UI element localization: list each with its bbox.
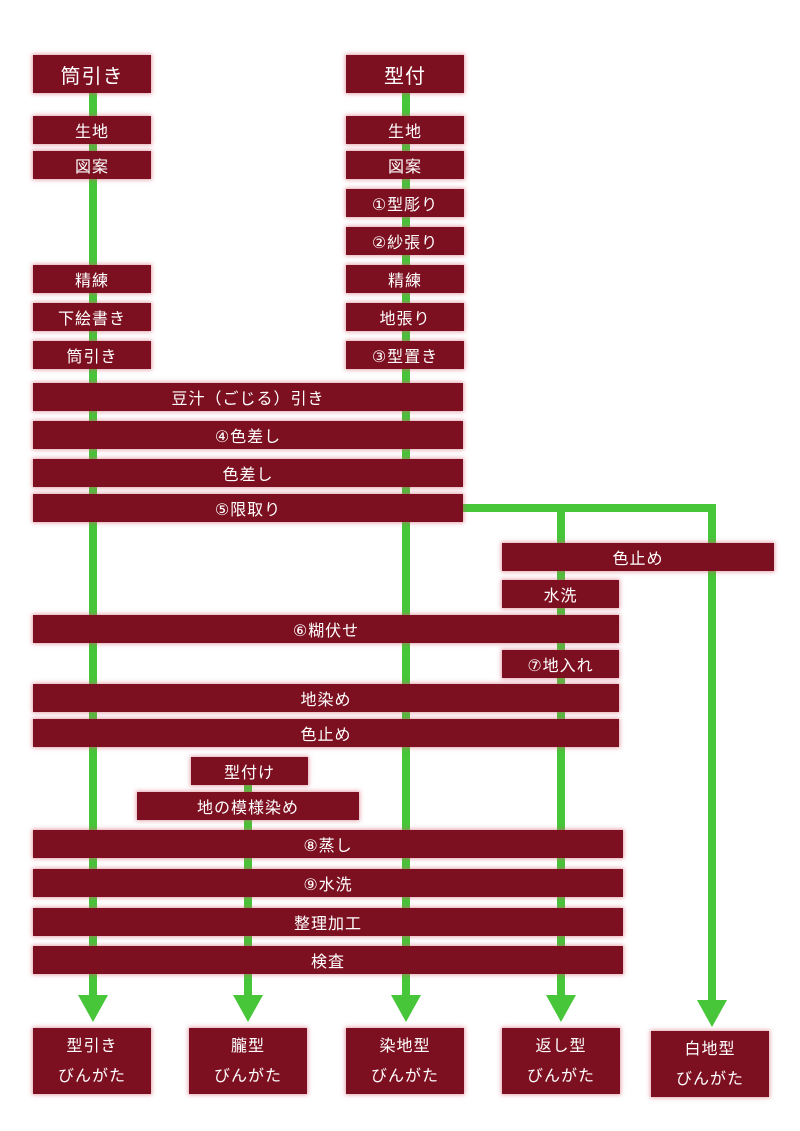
- step-left-tsutsubiki: 筒引き: [33, 341, 151, 369]
- step-shabari: ②紗張り: [346, 227, 464, 255]
- step-jibari: 地張り: [346, 303, 464, 331]
- step-ji-moyo: 地の模様染め: [137, 792, 359, 820]
- step-irodome-1: 色止め: [502, 543, 774, 571]
- step-left-seiren: 精練: [33, 265, 151, 293]
- output-reading: びんがた: [526, 1066, 595, 1085]
- step-mushi: ⑧蒸し: [33, 830, 623, 858]
- step-left-kiji: 生地: [33, 116, 151, 144]
- output-shirojigata: 白地型 びんがた: [651, 1031, 769, 1097]
- step-left-zuan: 図案: [33, 151, 151, 179]
- step-left-shitae: 下絵書き: [33, 303, 151, 331]
- step-kumadori: ⑤限取り: [33, 494, 463, 522]
- step-jiire: ⑦地入れ: [502, 650, 619, 678]
- step-right-kiji: 生地: [346, 116, 464, 144]
- flow-arrow-5: [697, 1000, 727, 1027]
- flow-arrow-4: [546, 995, 576, 1022]
- step-katatsuke: 型付け: [191, 757, 308, 785]
- output-kaeshigata: 返し型 びんがた: [502, 1028, 620, 1094]
- step-gojiru: 豆汁（ごじる）引き: [33, 383, 463, 411]
- step-irosashi-1: ④色差し: [33, 421, 463, 449]
- step-right-seiren: 精練: [346, 265, 464, 293]
- output-somejigata: 染地型 びんがた: [346, 1028, 464, 1094]
- output-name: 朧型: [230, 1036, 265, 1055]
- output-reading: びんがた: [675, 1069, 744, 1088]
- column-header-tsutsubiki: 筒引き: [33, 55, 151, 93]
- step-jizome: 地染め: [33, 684, 619, 712]
- output-name: 返し型: [535, 1036, 587, 1055]
- output-name: 型引き: [66, 1036, 118, 1055]
- step-suisen-2: ⑨水洗: [33, 869, 623, 897]
- output-reading: びんがた: [57, 1066, 126, 1085]
- output-katabiki: 型引き びんがた: [33, 1028, 151, 1094]
- column-header-katatsuke: 型付: [346, 55, 464, 93]
- step-right-zuan: 図案: [346, 151, 464, 179]
- flow-arrow-2: [233, 995, 263, 1022]
- output-name: 白地型: [684, 1039, 736, 1058]
- step-irosashi-2: 色差し: [33, 459, 463, 487]
- output-reading: びんがた: [370, 1066, 439, 1085]
- step-seiri-kako: 整理加工: [33, 908, 623, 936]
- flow-arrow-1: [78, 995, 108, 1022]
- step-kataoki: ③型置き: [346, 341, 464, 369]
- output-name: 染地型: [379, 1036, 431, 1055]
- step-irodome-2: 色止め: [33, 719, 619, 747]
- step-suisen-1: 水洗: [502, 580, 619, 608]
- flow-line-branch: [463, 504, 716, 1005]
- step-katabori: ①型彫り: [346, 189, 464, 217]
- step-kensa: 検査: [33, 946, 623, 974]
- output-oborogata: 朧型 びんがた: [189, 1028, 307, 1094]
- flow-arrow-3: [391, 995, 421, 1022]
- step-norifuse: ⑥糊伏せ: [33, 615, 619, 643]
- output-reading: びんがた: [213, 1066, 282, 1085]
